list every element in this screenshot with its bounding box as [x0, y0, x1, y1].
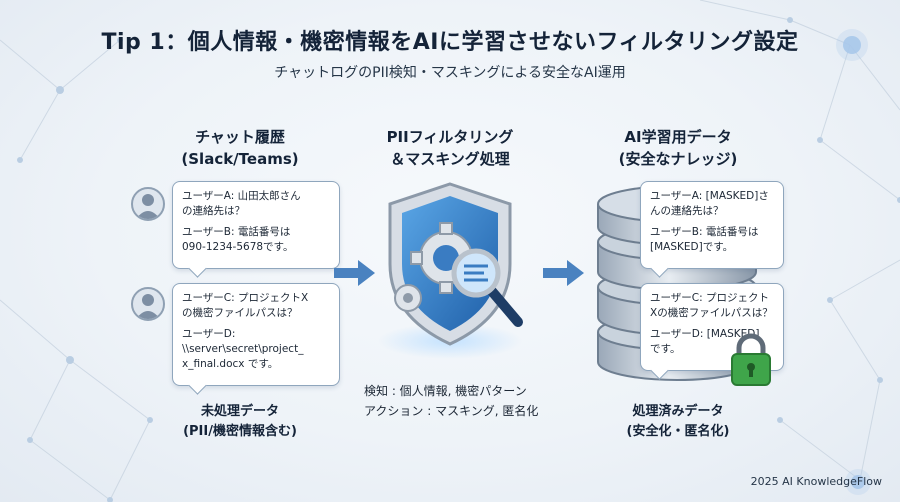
raw-message: ユーザーD: \\server\secret\project_ x_final.… [182, 328, 304, 370]
ai-data-title: AI学習用データ [624, 128, 732, 146]
user-avatar-icon [131, 287, 165, 321]
raw-data-caption: 未処理データ (PII/機密情報含む) [140, 402, 340, 442]
raw-message: ユーザーB: 電話番号は 090-1234-5678です。 [182, 226, 294, 253]
arrow-right-icon [543, 260, 584, 286]
raw-message: ユーザーC: プロジェクトX の機密ファイルパスは？ [182, 292, 309, 319]
processed-data-caption: 処理済みデータ (安全化・匿名化) [578, 402, 778, 442]
footer-credit: 2025 AI KnowledgeFlow [750, 475, 882, 488]
masked-message: ユーザーB: 電話番号は [MASKED]です。 [650, 226, 759, 253]
processed-data-note: (安全化・匿名化) [626, 424, 730, 439]
processed-data-label: 処理済みデータ [632, 404, 724, 419]
masked-chat-bubble-1: ユーザーA: [MASKED]さ んの連絡先は？ ユーザーB: 電話番号は [M… [640, 181, 784, 278]
raw-data-note: (PII/機密情報含む) [183, 424, 297, 439]
raw-data-label: 未処理データ [200, 404, 279, 419]
masked-message: ユーザーC: プロジェクト Xの機密ファイルパスは？ [650, 292, 773, 319]
user-avatar-icon [131, 187, 165, 221]
arrow-right-icon [334, 260, 375, 286]
raw-chat-bubble-2: ユーザーC: プロジェクトX の機密ファイルパスは？ ユーザーD: \\serv… [172, 283, 340, 395]
chat-history-title: チャット履歴 [195, 128, 285, 146]
filter-title: PIIフィルタリング [386, 128, 514, 146]
page-title: Tip 1：個人情報・機密情報をAIに学習させないフィルタリング設定 [101, 30, 799, 55]
chat-history-heading: チャット履歴 (Slack/Teams) [140, 126, 340, 170]
filter-heading: PIIフィルタリング ＆マスキング処理 [350, 126, 550, 170]
filter-details: 検知 : 個人情報, 機密パターン アクション : マスキング, 匿名化 [364, 381, 554, 421]
magnifier-icon [451, 248, 523, 327]
ai-data-heading: AI学習用データ (安全なナレッジ) [578, 126, 778, 170]
lock-icon [731, 333, 771, 386]
action-line: アクション : マスキング, 匿名化 [364, 404, 539, 418]
masked-message: ユーザーA: [MASKED]さ んの連絡先は？ [650, 190, 769, 217]
filter-subtitle: ＆マスキング処理 [390, 150, 510, 168]
shield-icon [378, 182, 523, 359]
page-subtitle: チャットログのPII検知・マスキングによる安全なAI運用 [274, 65, 626, 81]
ai-data-subtitle: (安全なナレッジ) [618, 150, 738, 168]
raw-chat-bubble-1: ユーザーA: 山田太郎さん の連絡先は？ ユーザーB: 電話番号は 090-12… [172, 181, 340, 278]
chat-history-source: (Slack/Teams) [181, 150, 299, 168]
detect-line: 検知 : 個人情報, 機密パターン [364, 384, 527, 398]
raw-message: ユーザーA: 山田太郎さん の連絡先は？ [182, 190, 301, 217]
